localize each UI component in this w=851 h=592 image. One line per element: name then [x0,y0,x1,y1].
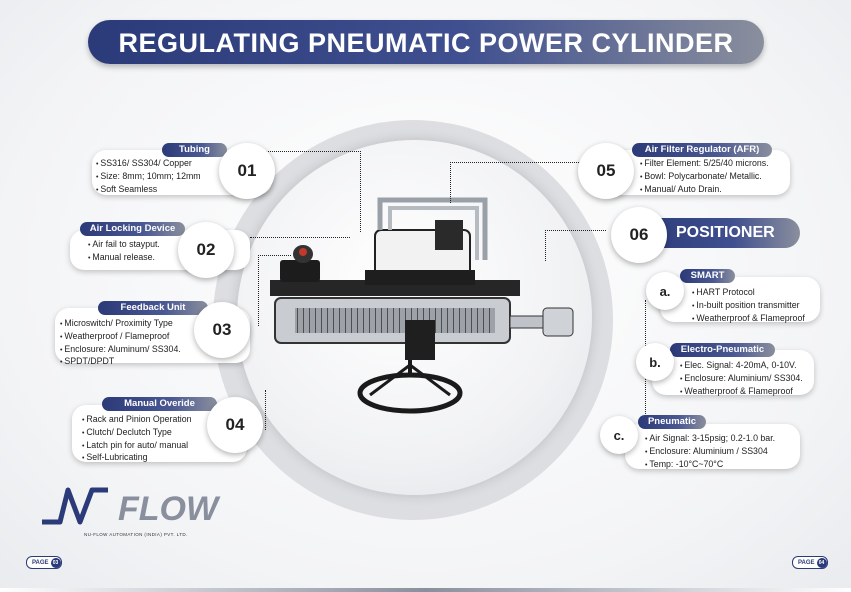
page-number: 04 [816,557,827,568]
tubing-list: SS316/ SS304/ Copper Size: 8mm; 10mm; 12… [96,158,201,197]
number-badge-03: 03 [194,302,250,358]
connector-01 [250,151,361,232]
page-number: 03 [50,557,61,568]
electro-list: Elec. Signal: 4-20mA, 0-10V. Enclosure: … [680,360,803,399]
connector-05 [450,162,581,203]
afr-list: Filter Element: 5/25/40 microns. Bowl: P… [640,158,769,197]
connector-02 [250,237,350,239]
list-item: Air Signal: 3-15psig; 0.2-1.0 bar. [645,433,775,446]
number-badge-05: 05 [578,143,634,199]
number-badge-04: 04 [207,397,263,453]
list-item: Bowl: Polycarbonate/ Metallic. [640,171,769,184]
pneumatic-list: Air Signal: 3-15psig; 0.2-1.0 bar. Enclo… [645,433,775,471]
list-item: Size: 8mm; 10mm; 12mm [96,171,200,184]
air-locking-list: Air fail to stayput. Manual release. [88,239,160,265]
list-item: Microswitch/ Proximity Type [60,318,181,331]
page-badge-label: PAGE [32,559,49,566]
list-item: Soft Seamless [96,184,201,197]
letter-badge-b: b. [636,343,674,381]
cylinder-illustration [270,197,574,414]
feedback-list: Microswitch/ Proximity Type Weatherproof… [60,318,181,369]
list-item: In-built position transmitter [692,300,805,313]
electro-label: Electro-Pneumatic [670,343,775,357]
page-badge-right: PAGE 04 [792,556,828,569]
logo-mark-icon: FLOW [42,487,221,528]
list-item: Clutch/ Declutch Type [82,427,192,440]
list-item: Weatherproof & Flameproof [680,386,803,399]
number-badge-02: 02 [178,222,234,278]
manual-override-label: Manual Overide [102,397,217,411]
smart-label: SMART [680,269,735,283]
list-item: Temp: -10°C~70°C [645,459,775,472]
list-item: Self-Lubricating [82,452,192,465]
list-item: Latch pin for auto/ manual [82,440,192,453]
list-item: Weatherproof & Flameproof [692,313,804,326]
connector-04 [265,390,267,430]
list-item: Enclosure: Aluminium/ SS304. [680,373,802,386]
list-item: SPDT/DPDT [60,356,181,369]
list-item: Rack and Pinion Operation [82,414,191,427]
number-badge-01: 01 [219,143,275,199]
company-logo: FLOW [38,482,238,535]
list-item: Air fail to stayput. [88,239,159,252]
cylinder-spring [295,308,495,333]
air-locking-label: Air Locking Device [80,222,185,236]
list-item: Weatherproof / Flameproof [60,331,181,344]
feedback-box [280,260,320,282]
number-badge-06: 06 [611,207,667,263]
gear-box [405,320,435,360]
handwheel-spoke [369,363,411,397]
afr-label: Air Filter Regulator (AFR) [632,143,772,157]
connector-03 [258,255,291,326]
connector-06 [545,230,606,261]
tubing-label: Tubing [162,143,227,157]
pneumatic-label: Pneumatic [638,415,706,429]
list-item: Filter Element: 5/25/40 microns. [640,158,768,171]
air-tubing [388,206,479,260]
beacon-light [299,248,307,256]
page-title: REGULATING PNEUMATIC POWER CYLINDER [118,28,734,58]
list-item: Manual release. [88,252,160,265]
afr-unit [435,220,463,250]
list-item: Enclosure: Aluminum/ SS304. [60,344,180,357]
letter-badge-c: c. [600,416,638,454]
list-item: Elec. Signal: 4-20mA, 0-10V. [680,360,803,373]
rod-clevis [542,307,574,337]
positioner-title: POSITIONER [676,224,775,241]
page-badge-label: PAGE [798,559,815,566]
logo-text: FLOW [118,490,221,528]
list-item: SS316/ SS304/ Copper [96,158,201,171]
page-badge-left: PAGE 03 [26,556,62,569]
handwheel-spoke [409,363,451,397]
list-item: Enclosure: Aluminium / SS304 [645,446,775,459]
company-name: NU-FLOW AUTOMATION (INDIA) PVT. LTD. [84,532,188,537]
letter-badge-a: a. [646,272,684,310]
title-banner: REGULATING PNEUMATIC POWER CYLINDER [88,20,764,64]
air-tubing [377,197,488,260]
manual-override-list: Rack and Pinion Operation Clutch/ Declut… [82,414,192,465]
feedback-label: Feedback Unit [98,301,208,315]
positioner-base [365,270,475,285]
list-item: HART Protocol [692,287,805,300]
list-item: Manual/ Auto Drain. [640,184,769,197]
smart-list: HART Protocol In-built position transmit… [692,287,805,326]
bottom-divider [0,588,851,592]
